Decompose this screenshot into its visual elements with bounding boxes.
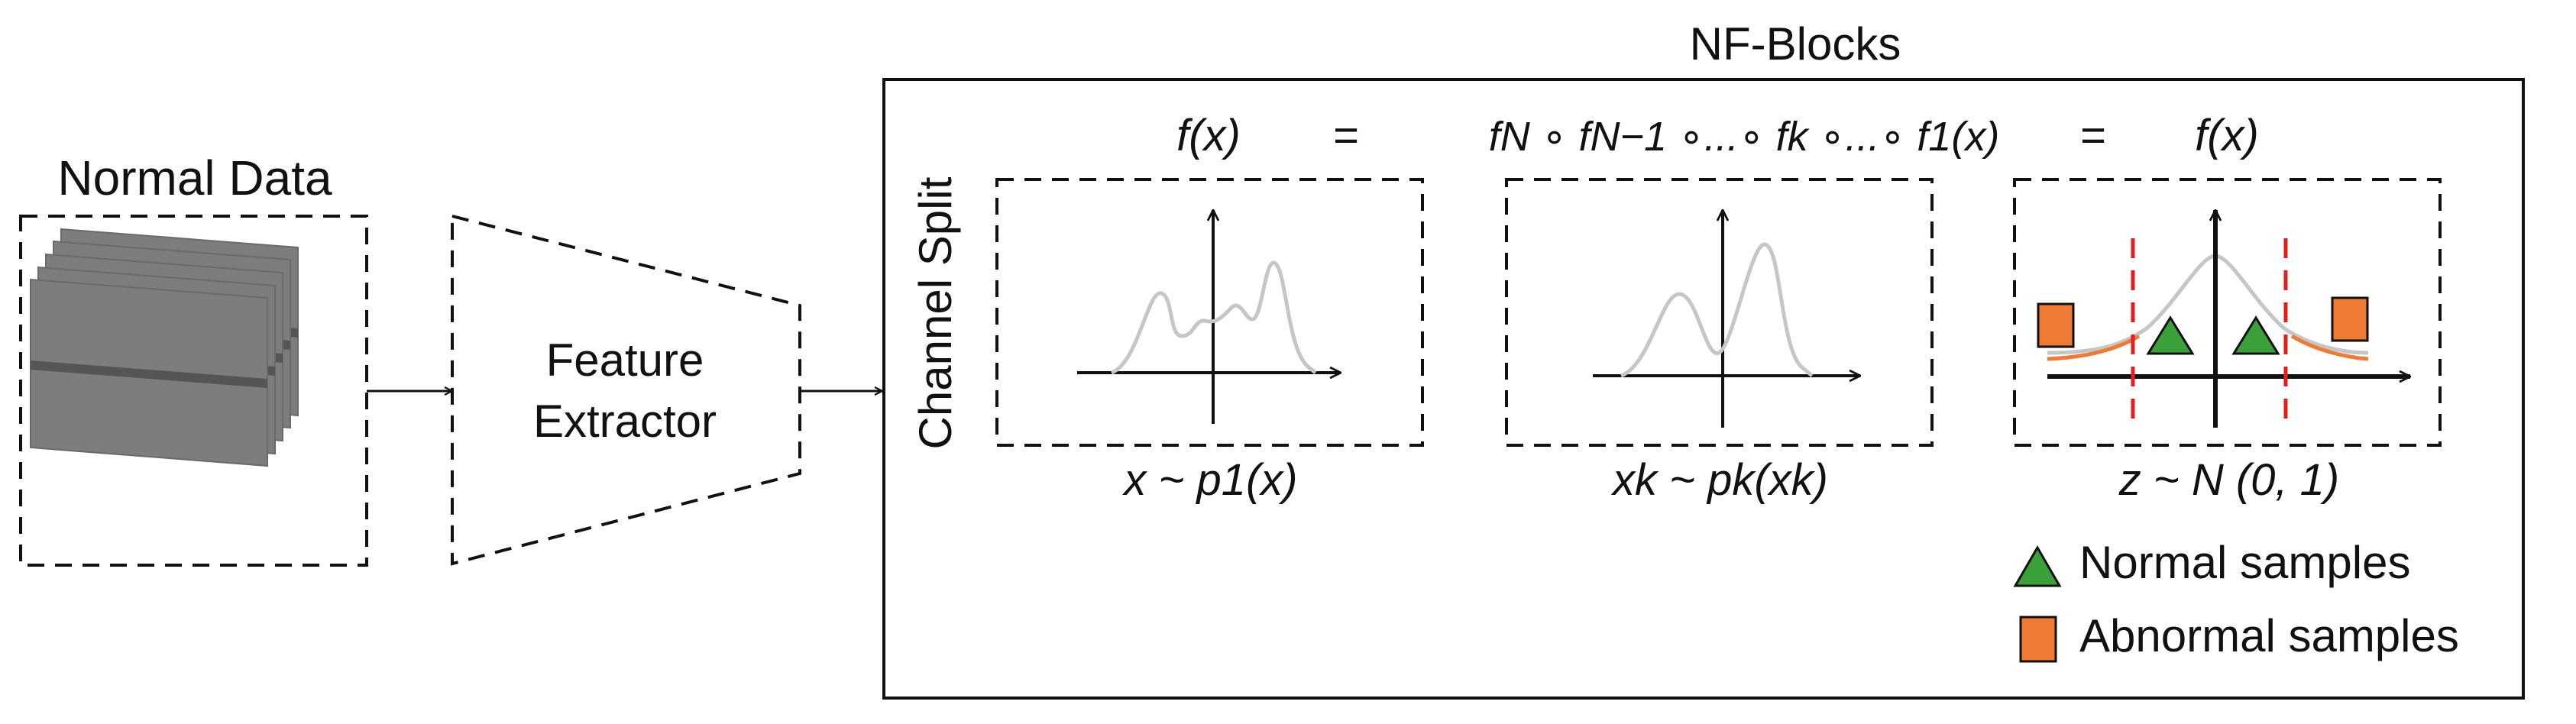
feature-extractor-label-line1: Feature [546,335,704,386]
abnormal-sample-marker [2331,296,2369,342]
nf-blocks-box [882,78,2525,700]
normal-sample-marker [2231,315,2280,355]
nf-blocks-title: NF-Blocks [1690,18,1901,69]
legend-abnormal-square-icon [2019,616,2057,663]
legend-normal-label: Normal samples [2079,537,2410,588]
equation-equals-2: = [2080,111,2106,160]
panel-intermediate-distribution: xk ~ pk(xk) [1505,178,1934,505]
flow-composition: fN ∘ fN−1 ∘...∘ fk ∘...∘ f1(x) [1489,114,2000,160]
bimodal-density-curve [1620,242,1814,378]
normal-sample-marker [2146,315,2195,355]
panel-input-distribution: x ~ p1(x) [995,178,1424,505]
gaussian-tail-right [2290,334,2369,361]
feature-extractor-shape [451,214,801,566]
equation-rhs: f(x) [2195,111,2259,160]
panel-caption-latent: z ~ N (0, 1) [2118,455,2339,505]
panel-caption-intermediate: xk ~ pk(xk) [1610,455,1828,505]
feature-extractor-label-line2: Extractor [533,396,717,447]
panel-caption-input: x ~ p1(x) [1121,455,1297,505]
normal-data-title: Normal Data [57,150,332,205]
abnormal-sample-marker [2037,302,2075,348]
legend-normal-triangle-icon [2013,545,2062,587]
panel-frame [2013,178,2442,447]
panel-frame [995,178,1424,447]
panel-frame [1505,178,1934,447]
panel-latent-distribution: z ~ N (0, 1) [2013,178,2442,505]
normal-data-box [19,215,368,567]
feature-map-layer [30,278,268,467]
channel-split-label: Channel Split [910,176,961,449]
equation-lhs: f(x) [1176,111,1241,160]
legend: Normal samples Abnormal samples [2013,537,2459,663]
multimodal-density-curve [1110,260,1317,375]
feature-map-stack [30,228,299,467]
legend-abnormal-label: Abnormal samples [2079,610,2459,661]
equation-equals-1: = [1333,111,1359,160]
gaussian-density-curve [2047,254,2369,355]
